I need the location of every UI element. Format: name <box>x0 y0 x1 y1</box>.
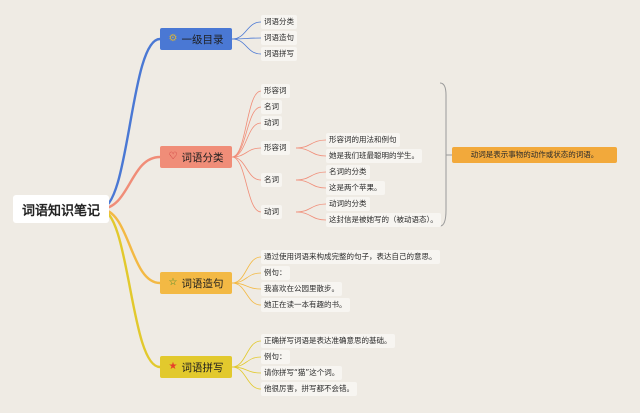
leaf-connector <box>231 366 262 390</box>
leaf-item[interactable]: 她正在读一本有趣的书。 <box>261 298 350 312</box>
leaf-connector <box>295 171 327 181</box>
leaf-item[interactable]: 形容词 <box>261 84 290 98</box>
category-node-sentences[interactable]: ☆ 词语造句 <box>160 272 232 294</box>
summary-bracket <box>439 82 447 227</box>
leaf-item[interactable]: 词语拼写 <box>261 47 297 61</box>
leaf-item[interactable]: 通过使用词语来构成完整的句子，表达自己的意思。 <box>261 250 440 264</box>
leaf-item[interactable]: 形容词的用法和例句 <box>326 133 400 147</box>
leaf-item[interactable]: 动词 <box>261 116 282 130</box>
category-label: 一级目录 <box>181 33 224 46</box>
summary-note[interactable]: 动词是表示事物的动作或状态的词语。 <box>452 147 617 163</box>
leaf-connector <box>231 340 262 368</box>
subgroup-adjective[interactable]: 形容词 <box>261 141 290 155</box>
branch-line <box>99 37 161 211</box>
leaf-item[interactable]: 词语分类 <box>261 15 297 29</box>
leaf-connector <box>231 256 262 284</box>
category-label: 词语拼写 <box>181 361 224 374</box>
category-node-classification[interactable]: ♡ 词语分类 <box>160 146 232 168</box>
root-node[interactable]: 词语知识笔记 <box>13 195 109 223</box>
root-title: 词语知识笔记 <box>21 203 100 219</box>
leaf-item[interactable]: 这是两个苹果。 <box>326 181 385 195</box>
leaf-connector <box>231 106 262 158</box>
leaf-connector <box>231 272 262 284</box>
leaf-item[interactable]: 动词的分类 <box>326 197 370 211</box>
category-label: 词语造句 <box>181 277 224 290</box>
branch-line <box>99 207 161 369</box>
leaf-item[interactable]: 请你拼写“猫”这个词。 <box>261 366 343 380</box>
branch-line <box>99 207 161 285</box>
leaf-item[interactable]: 例句： <box>261 350 290 364</box>
leaf-item[interactable]: 例句： <box>261 266 290 280</box>
leaf-connector <box>231 156 262 181</box>
leaf-item[interactable]: 正确拼写词语是表达准确意思的基础。 <box>261 334 395 348</box>
subgroup-verb[interactable]: 动词 <box>261 205 282 219</box>
category-node-spelling[interactable]: ★ 词语拼写 <box>160 356 232 378</box>
leaf-item[interactable]: 词语造句 <box>261 31 297 45</box>
heart-icon: ♡ <box>168 151 178 162</box>
leaf-connector <box>295 139 327 149</box>
leaf-item[interactable]: 这封信是被她写的（被动语态）。 <box>326 213 441 227</box>
leaf-connector <box>231 282 262 306</box>
leaf-connector <box>231 38 262 55</box>
star-outline-icon: ☆ <box>168 277 178 288</box>
leaf-connector <box>295 179 327 189</box>
category-label: 词语分类 <box>181 151 224 164</box>
leaf-connector <box>295 203 327 213</box>
star-filled-icon: ★ <box>168 361 178 372</box>
category-node-directory[interactable]: ⚙ 一级目录 <box>160 28 232 50</box>
leaf-item[interactable]: 他很厉害，拼写都不会错。 <box>261 382 357 396</box>
leaf-connector <box>295 211 327 221</box>
leaf-item[interactable]: 她是我们班最聪明的学生。 <box>326 149 422 163</box>
subgroup-noun[interactable]: 名词 <box>261 173 282 187</box>
leaf-item[interactable]: 我喜欢在公园里散步。 <box>261 282 342 296</box>
settings-gear-icon: ⚙ <box>168 33 178 44</box>
leaf-connector <box>231 122 262 158</box>
leaf-connector <box>231 147 262 158</box>
leaf-connector <box>295 147 327 157</box>
leaf-item[interactable]: 名词的分类 <box>326 165 370 179</box>
leaf-item[interactable]: 名词 <box>261 100 282 114</box>
leaf-connector <box>231 356 262 368</box>
leaf-connector <box>231 156 262 213</box>
leaf-connector <box>231 21 262 40</box>
